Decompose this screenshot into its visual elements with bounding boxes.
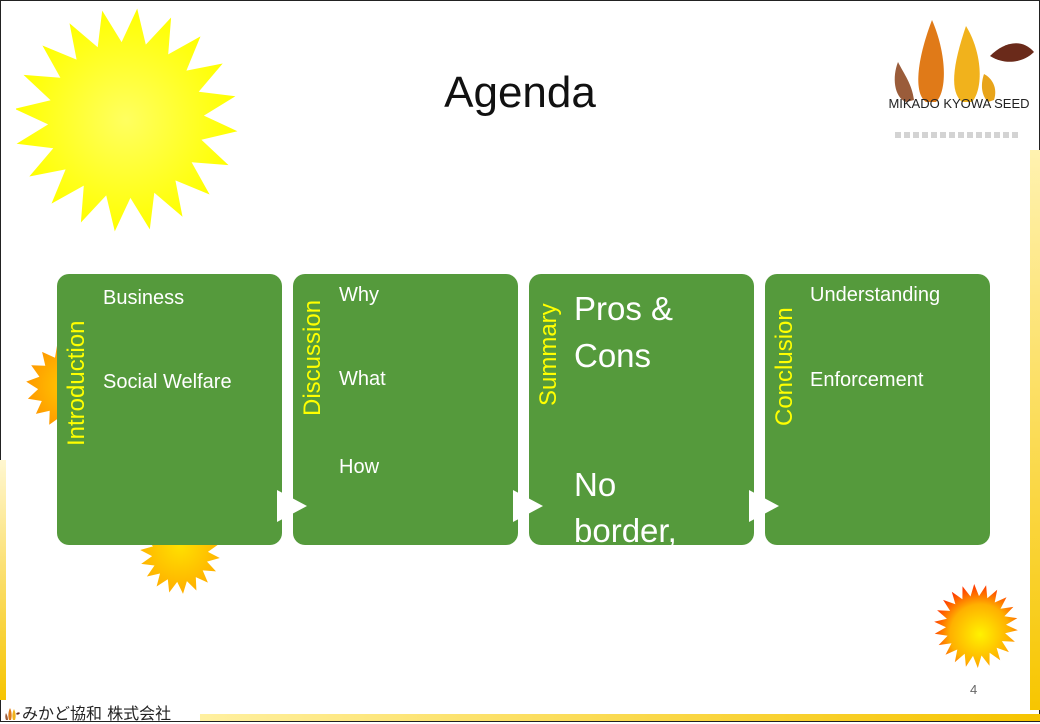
box-heading-container: Introduction — [57, 274, 97, 545]
arrow-right-icon — [277, 490, 307, 522]
box-heading: Conclusion — [771, 307, 798, 426]
agenda-box-summary: Summary Pros & Cons No border, — [529, 274, 754, 545]
agenda-box-discussion: Discussion Why What How — [293, 274, 518, 545]
footer-company-name: みかど協和 株式会社 — [22, 704, 172, 723]
arrow-right-icon — [513, 490, 543, 522]
box-heading: Summary — [535, 303, 562, 406]
sun-icon — [16, 8, 238, 232]
box-heading: Discussion — [299, 299, 326, 416]
logo-subtext — [895, 132, 1020, 138]
company-logo — [894, 20, 1034, 102]
agenda-box-introduction: Introduction Business Social Welfare — [57, 274, 282, 545]
box-item: What — [339, 368, 386, 390]
page-number: 4 — [970, 682, 978, 697]
box-item: Business — [103, 287, 185, 309]
box-item: Cons — [574, 337, 652, 374]
box-content-clip: Summary Pros & Cons No border, — [529, 274, 754, 545]
box-item: border, — [574, 512, 677, 545]
slide-title: Agenda — [444, 68, 596, 117]
box-item: Why — [339, 284, 379, 306]
box-item: Pros & — [574, 290, 674, 327]
footer-company: みかど協和 株式会社 — [4, 700, 171, 724]
gold-accent-bottom — [200, 714, 1040, 722]
gold-accent-right — [1030, 150, 1040, 710]
box-item: No — [574, 466, 617, 503]
box-item: Understanding — [810, 284, 941, 306]
logo-wordmark: MIKADO KYOWA SEED — [888, 96, 1030, 111]
gold-accent-left — [0, 460, 6, 700]
box-heading: Introduction — [63, 320, 90, 446]
agenda-box-conclusion: Conclusion Understanding Enforcement — [765, 274, 990, 545]
company-logo-mini-icon — [5, 708, 20, 720]
sun-icon — [140, 530, 220, 594]
box-item: Enforcement — [810, 369, 924, 391]
sun-icon — [934, 584, 1018, 668]
box-item: Social Welfare — [103, 371, 232, 393]
arrow-right-icon — [749, 490, 779, 522]
box-item: How — [339, 456, 380, 478]
